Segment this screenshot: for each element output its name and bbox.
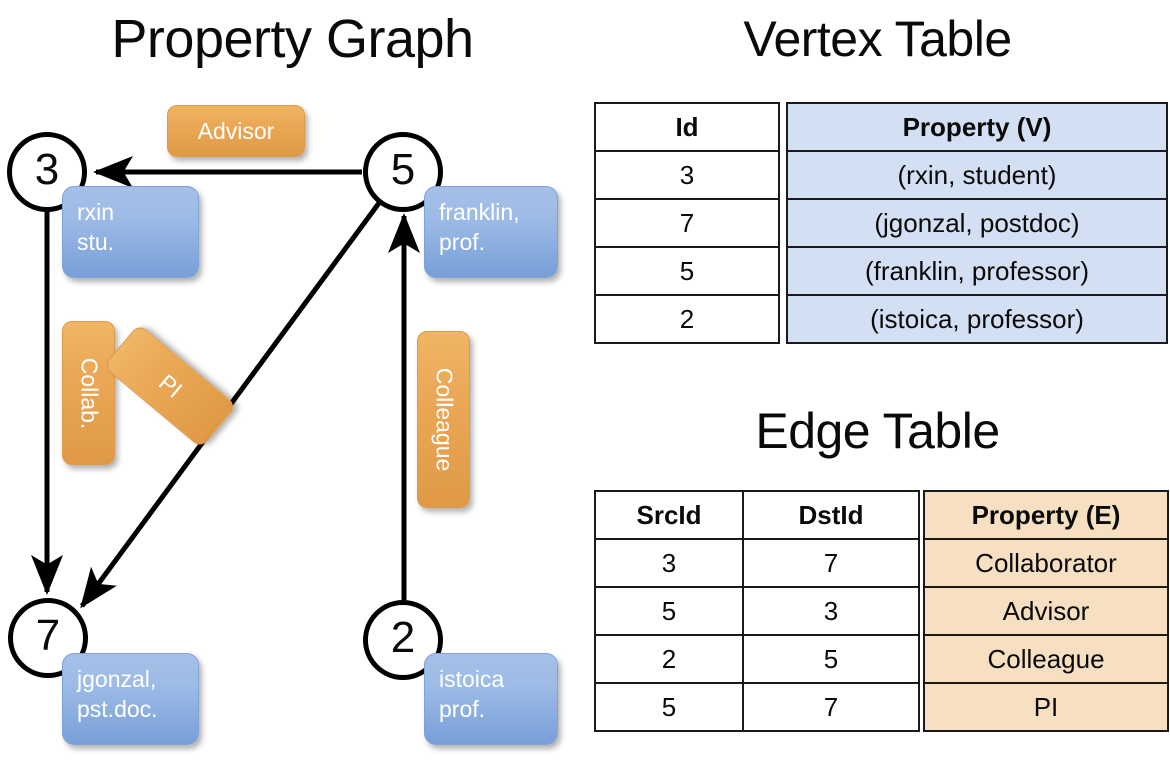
node-property-2-line1: istoica <box>439 666 505 692</box>
vertex-id-cell: 2 <box>594 294 780 344</box>
node-property-callout-5[interactable]: franklin, prof. <box>424 186 558 278</box>
node-property-5-line2: prof. <box>439 229 486 255</box>
table-row[interactable]: 5 3 <box>594 586 920 636</box>
property-graph-diagram: 3 5 7 2 rxin stu. franklin, prof. jgonza… <box>7 105 558 745</box>
table-header-row: SrcId DstId <box>594 490 920 540</box>
table-row[interactable]: Advisor <box>923 586 1169 636</box>
edge-dstid-cell: 5 <box>742 634 920 684</box>
table-header-row: Property (V) <box>786 102 1168 152</box>
node-property-3-line1: rxin <box>77 199 115 225</box>
vertex-property-cell: (franklin, professor) <box>786 246 1168 296</box>
table-header-row: Id <box>594 102 780 152</box>
graph-node-7-label: 7 <box>35 611 61 660</box>
vertex-id-cell: 5 <box>594 246 780 296</box>
vertex-id-cell: 7 <box>594 198 780 248</box>
edge-srcid-cell: 3 <box>594 538 744 588</box>
edge-srcid-cell: 5 <box>594 682 744 732</box>
edge-dstid-cell: 3 <box>742 586 920 636</box>
edge-table-header-dstid: DstId <box>742 490 920 540</box>
edge-property-cell: Colleague <box>923 634 1169 684</box>
table-row[interactable]: 7 <box>594 198 780 248</box>
table-row[interactable]: PI <box>923 682 1169 732</box>
vertex-table-header-id: Id <box>594 102 780 152</box>
edge-property-cell: Collaborator <box>923 538 1169 588</box>
edge-property-cell: Advisor <box>923 586 1169 636</box>
edge-table-header-srcid: SrcId <box>594 490 744 540</box>
table-row[interactable]: (franklin, professor) <box>786 246 1168 296</box>
graph-node-3-label: 3 <box>34 145 60 194</box>
edge-srcid-cell: 2 <box>594 634 744 684</box>
table-row[interactable]: 3 7 <box>594 538 920 588</box>
edge-label-advisor-text: Advisor <box>197 117 275 144</box>
table-row[interactable]: 2 5 <box>594 634 920 684</box>
node-property-7-line1: jgonzal, <box>77 666 157 692</box>
edge-table-header-property: Property (E) <box>923 490 1169 540</box>
node-property-callout-2[interactable]: istoica prof. <box>424 653 558 745</box>
node-property-5-line1: franklin, <box>439 199 520 225</box>
table-row[interactable]: Colleague <box>923 634 1169 684</box>
graph-node-5[interactable]: 5 <box>363 132 443 212</box>
edge-table-property-column: Property (E) Collaborator Advisor Collea… <box>923 490 1169 732</box>
edge-label-colleague[interactable]: Colleague <box>417 331 470 508</box>
vertex-id-cell: 3 <box>594 150 780 200</box>
edge-label-advisor[interactable]: Advisor <box>167 105 305 157</box>
table-row[interactable]: 5 7 <box>594 682 920 732</box>
vertex-table-id-column: Id 3 7 5 2 <box>594 102 780 344</box>
vertex-table-header-property: Property (V) <box>786 102 1168 152</box>
node-property-3-line2: stu. <box>77 229 115 255</box>
edge-dstid-cell: 7 <box>742 682 920 732</box>
page-title-property-graph: Property Graph <box>111 9 474 69</box>
edge-srcid-cell: 5 <box>594 586 744 636</box>
graph-node-2-label: 2 <box>390 613 416 662</box>
vertex-property-cell: (jgonzal, postdoc) <box>786 198 1168 248</box>
table-row[interactable]: Collaborator <box>923 538 1169 588</box>
table-row[interactable]: (rxin, student) <box>786 150 1168 200</box>
vertex-property-cell: (istoica, professor) <box>786 294 1168 344</box>
graph-node-5-label: 5 <box>390 145 416 194</box>
graph-node-2[interactable]: 2 <box>363 600 443 680</box>
table-row[interactable]: 2 <box>594 294 780 344</box>
table-row[interactable]: 5 <box>594 246 780 296</box>
table-row[interactable]: 3 <box>594 150 780 200</box>
page-title-edge-table: Edge Table <box>755 403 1000 459</box>
node-property-callout-3[interactable]: rxin stu. <box>62 186 199 278</box>
edge-label-pi-text: PI <box>153 368 187 403</box>
edge-table-src-dst-columns: SrcId DstId 3 7 5 3 2 5 5 7 <box>594 490 920 732</box>
node-property-2-line2: prof. <box>439 696 486 722</box>
edge-label-collab-text: Collab. <box>76 357 103 429</box>
edge-dstid-cell: 7 <box>742 538 920 588</box>
page-title-vertex-table: Vertex Table <box>743 11 1012 67</box>
table-header-row: Property (E) <box>923 490 1169 540</box>
edge-property-cell: PI <box>923 682 1169 732</box>
vertex-table-property-column: Property (V) (rxin, student) (jgonzal, p… <box>786 102 1168 344</box>
edge-label-colleague-text: Colleague <box>431 367 457 472</box>
table-row[interactable]: (istoica, professor) <box>786 294 1168 344</box>
node-property-7-line2: pst.doc. <box>77 696 158 722</box>
node-property-callout-7[interactable]: jgonzal, pst.doc. <box>62 653 199 745</box>
vertex-property-cell: (rxin, student) <box>786 150 1168 200</box>
table-row[interactable]: (jgonzal, postdoc) <box>786 198 1168 248</box>
edge-label-collab[interactable]: Collab. <box>62 321 115 465</box>
